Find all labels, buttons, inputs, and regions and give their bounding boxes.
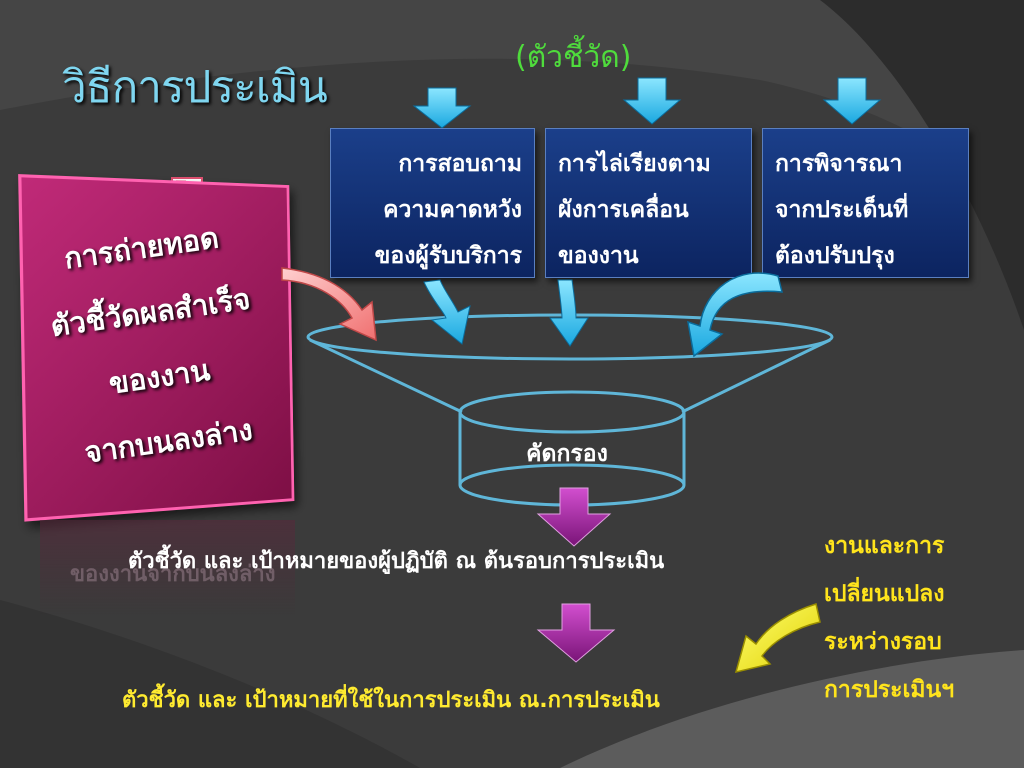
filter-label: คัดกรอง [526, 441, 608, 467]
side-note-line: การประเมินฯ [824, 677, 955, 703]
box-line: การไล่เรียงตาม [558, 151, 711, 177]
subtitle: (ตัวชี้วัด) [515, 40, 632, 75]
box-line: จากประเด็นที่ [775, 197, 909, 223]
box-line: การพิจารณา [775, 151, 903, 177]
box-line: ของผู้รับบริการ [374, 243, 522, 269]
criteria-box-3: การพิจารณา จากประเด็นที่ ต้องปรับปรุง [762, 128, 969, 278]
side-note-line: งานและการ [824, 533, 945, 559]
reflection-text: ของงานจากบนลงล่าง [70, 562, 276, 587]
initial-indicator-text: ตัวชี้วัด และ เป้าหมายของผู้ปฏิบัติ ณ ต้… [128, 549, 665, 574]
box-line: ของงาน [558, 243, 639, 269]
side-note: งานและการ เปลี่ยนแปลง ระหว่างรอบ การประเ… [824, 522, 954, 714]
side-note-line: เปลี่ยนแปลง [824, 581, 945, 607]
final-indicator-text: ตัวชี้วัด และ เป้าหมายที่ใช้ในการประเมิน… [122, 688, 660, 713]
box-line: การสอบถาม [398, 151, 522, 177]
pink-panel-reflection [40, 520, 295, 615]
box-line: ผังการเคลื่อน [558, 197, 689, 223]
criteria-box-1: การสอบถาม ความคาดหวัง ของผู้รับบริการ [330, 128, 535, 278]
page-title: วิธีการประเมิน [62, 62, 328, 113]
criteria-box-2: การไล่เรียงตาม ผังการเคลื่อน ของงาน [545, 128, 752, 278]
side-note-line: ระหว่างรอบ [824, 629, 942, 655]
box-line: ความคาดหวัง [383, 197, 522, 223]
box-line: ต้องปรับปรุง [775, 243, 895, 269]
